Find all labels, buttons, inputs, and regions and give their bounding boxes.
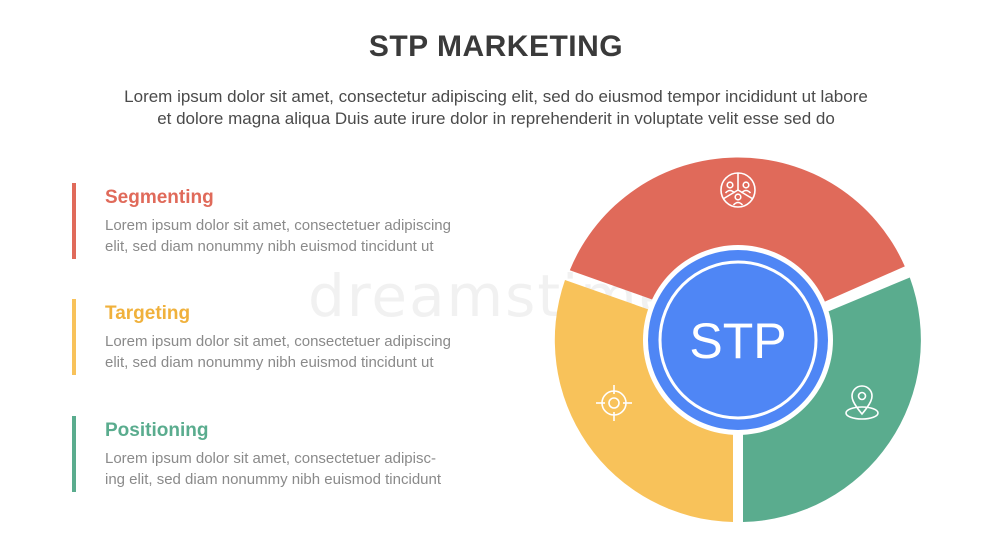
center-circle (648, 250, 828, 430)
targeting-desc-line-2: elit, sed diam nonummy nibh euismod tinc… (105, 354, 434, 371)
page-subtitle: Lorem ipsum dolor sit amet, consectetur … (30, 86, 962, 130)
segmenting-description: Lorem ipsum dolor sit amet, consectetuer… (105, 215, 500, 257)
positioning-description: Lorem ipsum dolor sit amet, consectetuer… (105, 448, 500, 490)
segmenting-desc-line-1: Lorem ipsum dolor sit amet, consectetuer… (105, 217, 451, 234)
segmenting-segment (569, 157, 905, 303)
page-title: STP MARKETING (368, 30, 624, 63)
crosshair-target-icon (596, 385, 632, 421)
targeting-desc-line-1: Lorem ipsum dolor sit amet, consectetuer… (105, 333, 451, 350)
positioning-label: Positioning (105, 420, 209, 441)
segmenting-label: Segmenting (105, 187, 214, 208)
center-label: STP (689, 313, 786, 369)
positioning-desc-line-2: ing elit, sed diam nonummy nibh euismod … (105, 471, 442, 488)
positioning-bar (72, 416, 76, 492)
positioning-desc-line-1: Lorem ipsum dolor sit amet, consectetuer… (105, 450, 436, 467)
subtitle-line-2: et dolore magna aliqua Duis aute irure d… (157, 109, 835, 128)
center-inner-ring (658, 260, 818, 420)
targeting-label: Targeting (105, 303, 191, 324)
positioning-segment (743, 277, 921, 522)
targeting-description: Lorem ipsum dolor sit amet, consectetuer… (105, 331, 500, 373)
targeting-bar (72, 299, 76, 375)
segmenting-bar (72, 183, 76, 259)
targeting-segment (554, 280, 733, 522)
location-pin-icon (845, 385, 879, 420)
subtitle-line-1: Lorem ipsum dolor sit amet, consectetur … (124, 87, 868, 106)
users-circle-icon (720, 172, 756, 208)
segmenting-desc-line-2: elit, sed diam nonummy nibh euismod tinc… (105, 238, 434, 255)
